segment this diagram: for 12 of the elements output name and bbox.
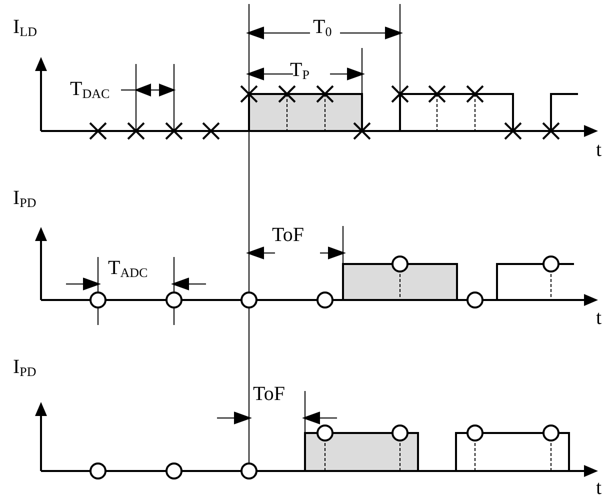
axis-label: I$_{LD}$ — [13, 17, 38, 37]
axis-label: T$_{0}$ — [313, 17, 332, 37]
axis-label: T$_{DAC}$ — [70, 79, 110, 99]
axis-label: I$_{PD}$ — [13, 357, 36, 377]
axis-label: T$_{ADC}$ — [108, 258, 148, 278]
axis-label: t — [596, 478, 602, 498]
axis-label: t — [596, 140, 602, 160]
axis-label: ToF — [272, 225, 304, 245]
axis-label: ToF — [253, 384, 285, 404]
axis-label: I$_{PD}$ — [13, 188, 36, 208]
axis-label: T$_{P}$ — [290, 60, 310, 80]
axis-label: t — [596, 308, 602, 328]
